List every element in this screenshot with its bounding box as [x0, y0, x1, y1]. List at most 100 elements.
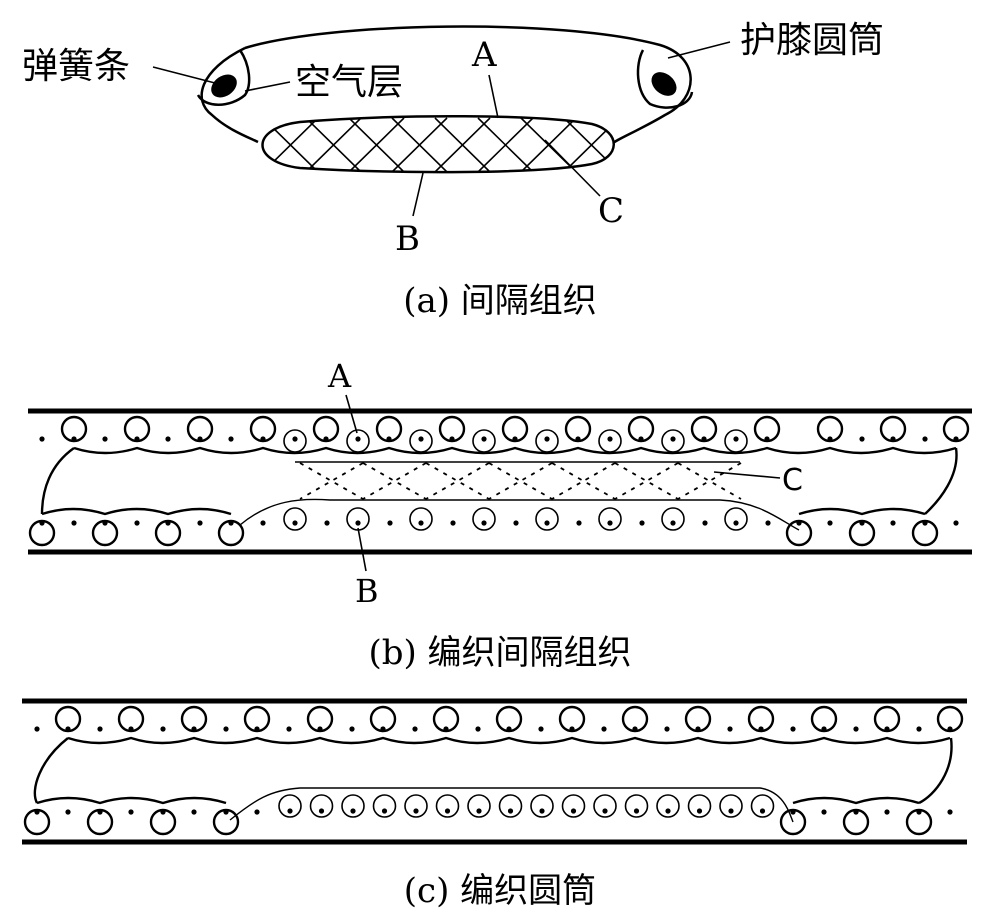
needle-dot [317, 726, 323, 732]
bottom-yarn-right [798, 507, 926, 516]
needle-dot [765, 520, 771, 526]
bottom-yarn-left [41, 507, 232, 516]
needle-dot [665, 808, 671, 814]
tube-loop [687, 794, 712, 818]
needle-dot [601, 726, 607, 732]
needle-dot [538, 726, 544, 732]
spacer-yarn-dashed [614, 462, 679, 500]
needle-dot [34, 726, 40, 732]
needle-dot [412, 726, 418, 732]
needle-dot [853, 809, 859, 815]
needle-dot [413, 808, 419, 814]
needle-dot [39, 436, 45, 442]
needle-dot [859, 436, 865, 442]
tube-loop [561, 794, 586, 818]
needle-dot [733, 520, 739, 526]
needle-dot [450, 520, 456, 526]
needle-dot [576, 520, 582, 526]
needle-dot [821, 809, 827, 815]
leader-knee-tube [667, 41, 731, 59]
needle-dot [733, 436, 739, 442]
needle-dot [475, 726, 481, 732]
needle-dot [790, 809, 796, 815]
panel-c: (c) 编织圆筒 [22, 698, 967, 911]
spacer-loop [724, 507, 748, 531]
needle-dot [728, 808, 734, 814]
label-knee-tube: 护膝圆筒 [740, 20, 884, 61]
label-b-c: C [782, 463, 803, 498]
needle-dot [254, 726, 260, 732]
needle-dot [287, 808, 293, 814]
needle-dot [632, 726, 638, 732]
needle-dot [953, 436, 959, 442]
knit-structure-c [23, 705, 964, 836]
needle-dot [638, 436, 644, 442]
spacer-yarn-dashed [362, 462, 427, 500]
tube-loop [309, 794, 334, 818]
needle-dot [381, 808, 388, 814]
tube-loop [467, 794, 491, 818]
spacer-yarn-line [520, 117, 577, 173]
needle-dot [449, 436, 455, 442]
spacer-yarn-line [434, 117, 491, 173]
needle-dot [102, 520, 108, 526]
spacer-yarn-dashed [488, 462, 553, 500]
needle-dot [387, 520, 393, 526]
leader-air-layer [244, 81, 291, 92]
needle-dot [695, 726, 701, 732]
side-connector-right [918, 737, 953, 805]
needle-dot [953, 520, 959, 526]
needle-dot [727, 726, 733, 732]
needle-dot [260, 520, 266, 526]
needle-dot [916, 809, 922, 815]
spacer-yarn-line [391, 117, 448, 173]
needle-dot [350, 808, 356, 814]
needle-dot [821, 726, 827, 732]
panel-b: A B C (b) 编织间隔组织 [28, 357, 972, 673]
needle-dot [380, 726, 386, 732]
needle-dot [97, 726, 103, 732]
label-air-layer: 空气层 [295, 62, 403, 103]
needle-dot [513, 520, 519, 526]
leader-b-a [345, 394, 358, 434]
needle-dot [165, 520, 171, 526]
needle-dot [65, 726, 71, 732]
needle-dot [386, 436, 392, 442]
side-connector-left [33, 737, 69, 804]
needle-dot [827, 520, 833, 526]
right-spring-strip [651, 72, 677, 96]
needle-dot [223, 726, 229, 732]
needle-dot [890, 520, 896, 526]
needle-dot [443, 726, 449, 732]
leader-b-c [713, 471, 781, 479]
needle-dot [318, 808, 325, 814]
needle-dot [696, 808, 703, 814]
needle-dot [71, 520, 77, 526]
needle-dot [286, 726, 292, 732]
spacer-fabric-outline [261, 114, 615, 174]
spacer-loop [283, 507, 307, 531]
needle-dot [160, 726, 166, 732]
needle-dot [570, 808, 577, 814]
spacer-yarn-line [305, 117, 362, 173]
needle-dot [292, 436, 298, 442]
tube-loop [593, 794, 617, 818]
spacer-yarn-dashed [299, 462, 364, 500]
needle-dot [223, 809, 229, 815]
tube-loop [530, 794, 554, 818]
spacer-yarn-line [650, 118, 705, 172]
needle-dot [165, 436, 171, 442]
side-connector-left [40, 447, 75, 515]
spacer-yarn-dashed [677, 462, 742, 500]
tube-yarn-line [229, 787, 794, 823]
needle-dot [260, 436, 266, 442]
needle-dot [160, 809, 166, 815]
spacer-loop [472, 507, 496, 531]
spacer-loop [409, 507, 433, 531]
tube-loop [719, 794, 743, 818]
needle-dot [758, 726, 764, 732]
spacer-yarn-line [477, 117, 534, 173]
needle-dot [476, 808, 482, 814]
needle-dot [191, 809, 197, 815]
